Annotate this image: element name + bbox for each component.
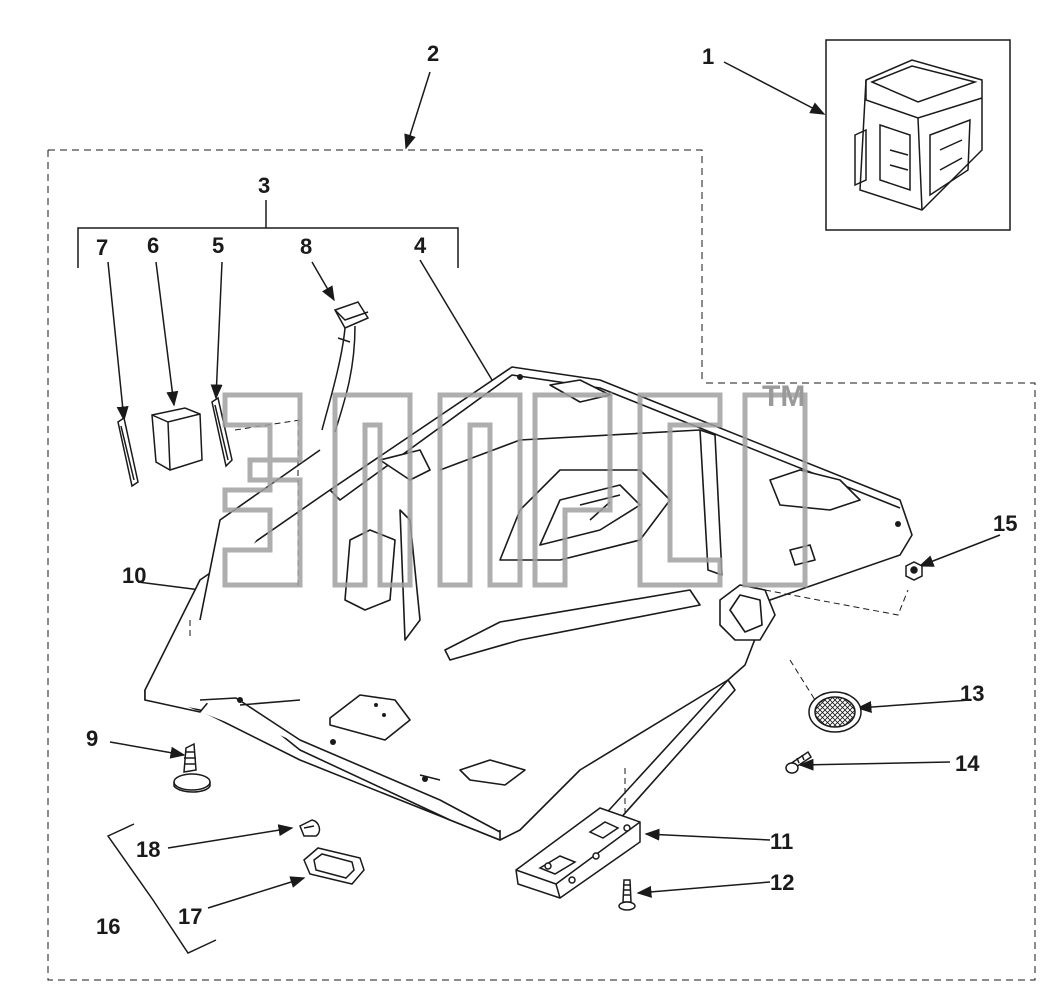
foam-block-6 bbox=[151, 407, 203, 471]
callout-13: 13 bbox=[960, 681, 985, 706]
seal-strip-5 bbox=[211, 396, 233, 468]
plate-11 bbox=[515, 807, 641, 899]
bracket-16 bbox=[106, 823, 217, 954]
nut-15 bbox=[905, 561, 923, 581]
screw-12 bbox=[618, 879, 636, 911]
callout-12: 12 bbox=[770, 870, 795, 895]
watermark-logo bbox=[222, 392, 808, 588]
callout-2: 2 bbox=[427, 41, 440, 66]
callout-17: 17 bbox=[178, 904, 203, 929]
callout-1: 1 bbox=[702, 44, 715, 69]
callout-11: 11 bbox=[770, 829, 794, 854]
callout-14: 14 bbox=[955, 751, 980, 776]
lens-17 bbox=[303, 847, 365, 885]
callout-18: 18 bbox=[136, 837, 161, 862]
callout-5: 5 bbox=[212, 233, 225, 258]
callout-3: 3 bbox=[258, 173, 271, 198]
dashed-frames bbox=[47, 149, 1036, 981]
callout-7: 7 bbox=[96, 235, 109, 260]
screw-14 bbox=[785, 750, 813, 774]
bulb-18 bbox=[299, 819, 321, 837]
callout-10: 10 bbox=[122, 563, 147, 588]
cab-inset bbox=[825, 39, 1011, 231]
bracket-3 bbox=[77, 200, 459, 268]
watermark-tm: TM bbox=[762, 380, 806, 413]
connector-8 bbox=[321, 301, 370, 433]
callout-8: 8 bbox=[300, 234, 313, 259]
grille-13 bbox=[808, 691, 862, 733]
seal-strip-7 bbox=[117, 416, 139, 488]
fastener-9 bbox=[173, 742, 211, 793]
callout-16: 16 bbox=[96, 914, 121, 939]
callout-9: 9 bbox=[86, 726, 99, 751]
callout-4: 4 bbox=[414, 233, 427, 258]
panel-holes bbox=[237, 374, 901, 782]
callout-6: 6 bbox=[147, 233, 160, 258]
callout-15: 15 bbox=[993, 511, 1018, 536]
